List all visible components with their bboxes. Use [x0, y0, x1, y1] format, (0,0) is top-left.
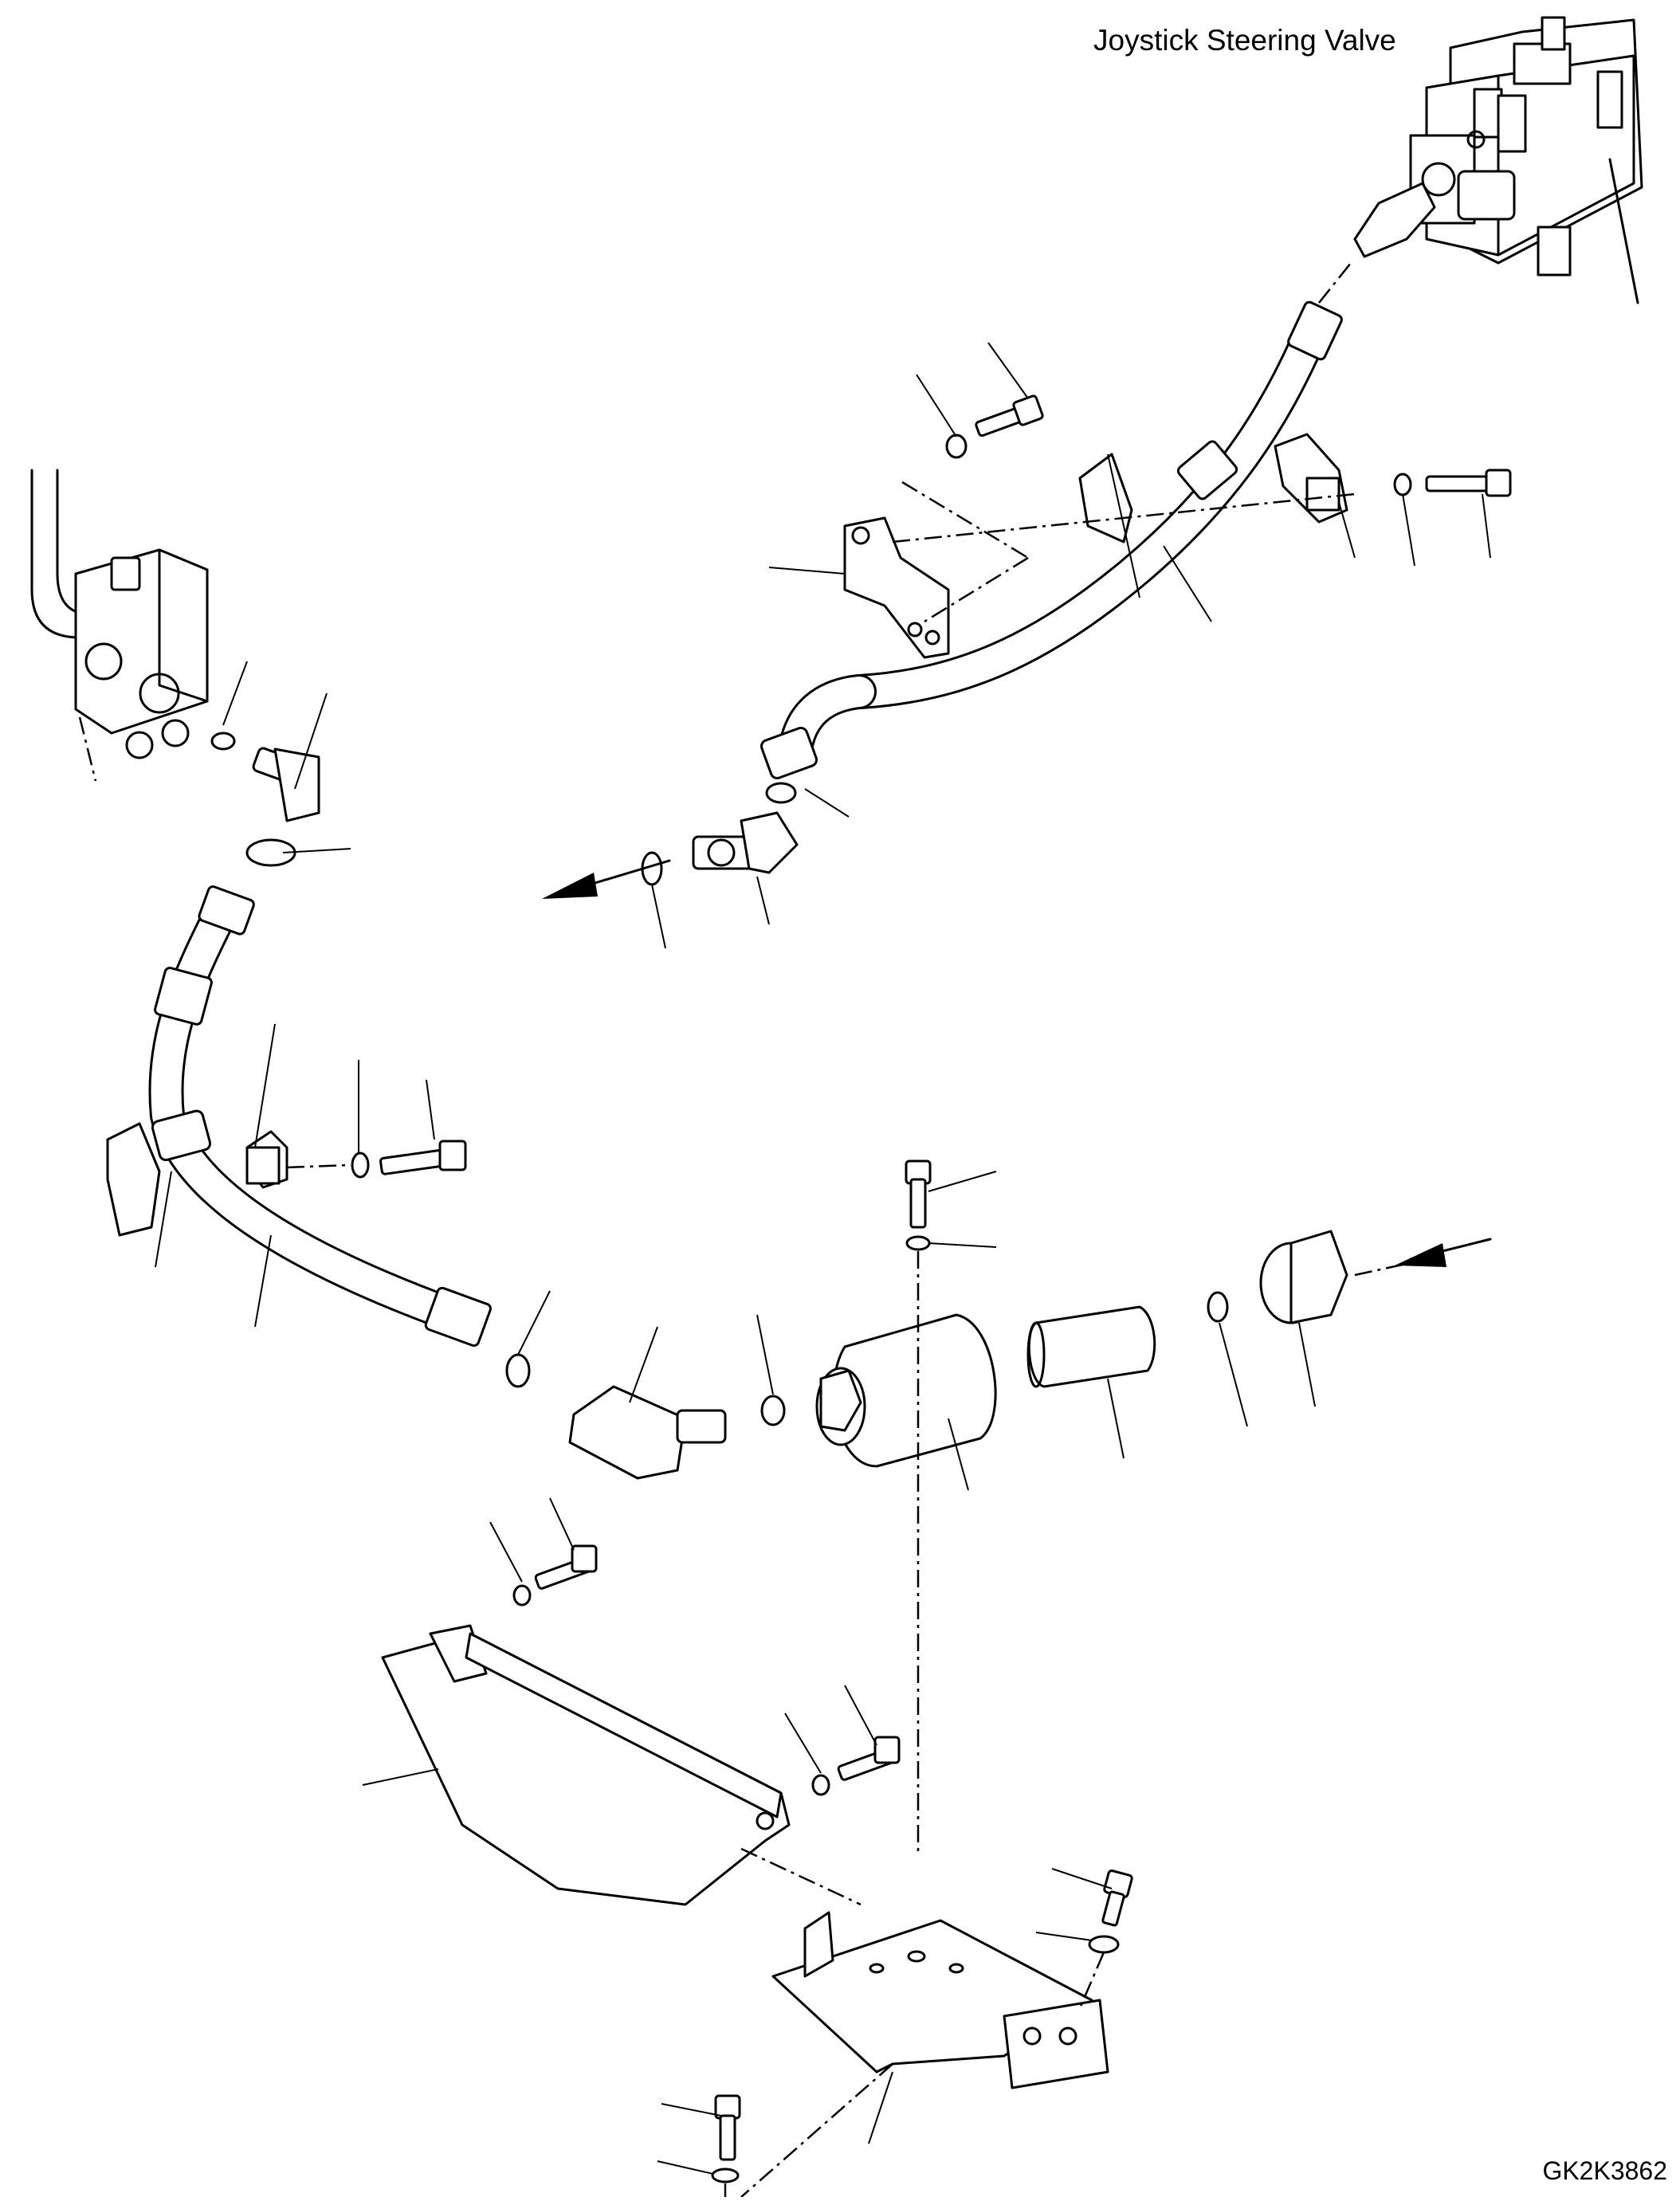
- washer-icon: [1088, 1935, 1120, 1954]
- plug-fitting-icon: [1259, 1230, 1348, 1324]
- washer-icon: [905, 1235, 931, 1251]
- diagram-title: Joystick Steering Valve: [1093, 24, 1396, 57]
- bracket-bolt-right-icon: [1101, 1869, 1133, 1927]
- bracket-bolt-left-icon: [714, 2094, 741, 2161]
- cover-plate-icon: [381, 1624, 791, 1906]
- upper-clamp-right-icon: [1274, 433, 1348, 524]
- lower-bolt-icon: [379, 1140, 467, 1175]
- upper-elbow-icon: [692, 811, 799, 874]
- washer-icon: [512, 1584, 532, 1607]
- o-ring-icon: [210, 732, 236, 751]
- lower-clamp-left-icon: [106, 1122, 161, 1237]
- washer-icon: [351, 1152, 370, 1179]
- washer-icon: [711, 2168, 740, 2183]
- o-ring-icon: [760, 1395, 786, 1426]
- lower-clamp-right-icon: [245, 1130, 289, 1189]
- mounting-bracket-icon: [771, 1911, 1109, 2089]
- cover-bolt-upper-icon: [534, 1544, 598, 1590]
- upper-hose-icon: [760, 262, 1352, 779]
- drawing-code: GK2K3862: [1542, 2156, 1667, 2185]
- leader-lines: [155, 342, 1491, 2175]
- lower-hose-icon: [148, 885, 492, 1348]
- washer-icon: [811, 1774, 830, 1796]
- joystick-steering-valve-icon: [1353, 16, 1643, 304]
- upper-bolt-right-icon: [1393, 469, 1512, 497]
- filter-bolt-icon: [905, 1159, 932, 1229]
- filter-element-icon: [1026, 1305, 1156, 1388]
- o-ring-icon: [765, 782, 797, 804]
- o-ring-icon: [1207, 1291, 1229, 1323]
- filter-elbow-icon: [568, 1385, 727, 1480]
- left-elbow-icon: [252, 747, 320, 822]
- upper-bracket-icon: [843, 516, 950, 659]
- flow-arrow-icon: [542, 859, 671, 899]
- cover-bolt-lower-icon: [837, 1736, 901, 1781]
- filter-housing-icon: [815, 1313, 997, 1468]
- flow-arrow-icon: [1395, 1238, 1492, 1267]
- o-ring-icon: [505, 1353, 531, 1388]
- upper-clamp-left-icon: [1078, 453, 1133, 543]
- left-manifold-block-icon: [30, 469, 209, 782]
- upper-bolt-left-icon: [945, 394, 1044, 459]
